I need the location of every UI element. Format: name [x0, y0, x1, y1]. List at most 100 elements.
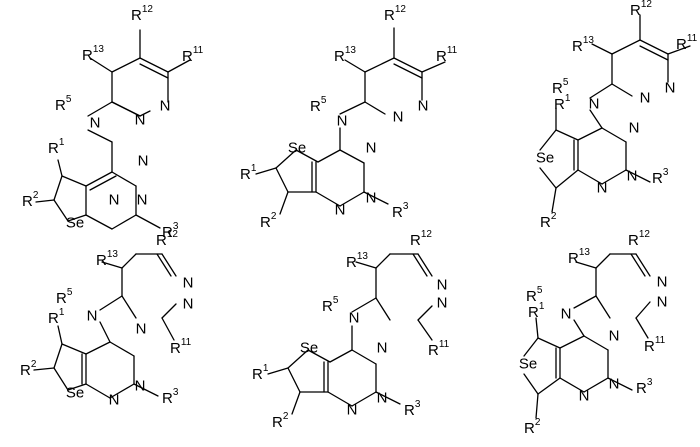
- bond: [122, 254, 136, 268]
- r-letter: R: [528, 304, 539, 321]
- bond: [356, 262, 376, 268]
- r-superscript: 3: [415, 399, 421, 410]
- bond: [394, 58, 422, 72]
- r-superscript: 3: [173, 387, 179, 398]
- bond: [556, 170, 578, 188]
- bond: [524, 338, 538, 356]
- bond: [86, 342, 110, 354]
- bond: [140, 58, 168, 72]
- r-letter: R: [20, 362, 31, 379]
- bond: [365, 58, 394, 72]
- bond: [394, 64, 422, 78]
- r-superscript: 5: [537, 285, 543, 296]
- r-letter: R: [524, 420, 535, 437]
- ring-n-label: N: [657, 274, 668, 291]
- ring-n-label: N: [640, 90, 651, 107]
- r-letter: R: [540, 214, 551, 231]
- r-superscript: 13: [357, 251, 369, 262]
- bond: [110, 342, 134, 356]
- r-superscript: 12: [142, 4, 154, 15]
- r-group-label: R1: [48, 137, 65, 157]
- bond: [345, 60, 365, 72]
- bond: [560, 336, 584, 348]
- bond: [34, 368, 54, 370]
- r-letter: R: [162, 390, 173, 407]
- bond: [140, 64, 168, 78]
- bond: [552, 188, 556, 212]
- amine-n-label: N: [561, 306, 572, 323]
- r-letter: R: [652, 170, 663, 187]
- r-superscript: 12: [167, 229, 179, 240]
- selenium-label: Se: [536, 150, 554, 167]
- r-group-label: R11: [428, 339, 450, 359]
- r-letter: R: [410, 232, 421, 249]
- r-superscript: 2: [551, 211, 557, 222]
- r-superscript: 13: [345, 45, 357, 56]
- selenium-label: Se: [66, 385, 84, 402]
- r-superscript: 5: [333, 295, 339, 306]
- bond: [162, 304, 176, 318]
- r-group-label: R1: [252, 363, 269, 383]
- r-group-label: R2: [540, 211, 557, 231]
- r-letter: R: [526, 288, 537, 305]
- ring-n-label: N: [657, 294, 668, 311]
- r-group-label: R3: [392, 201, 409, 221]
- ring-n-label: N: [366, 140, 377, 157]
- ring-n-label: N: [136, 321, 147, 338]
- structure-1: NNNNNNSeR12R13R11R5R1R2R3: [22, 4, 204, 241]
- r-letter: R: [252, 366, 263, 383]
- r-letter: R: [48, 310, 59, 327]
- bond: [376, 254, 390, 268]
- bond: [574, 320, 584, 336]
- bond: [100, 296, 122, 310]
- r-superscript: 2: [283, 411, 289, 422]
- r-group-label: R11: [644, 335, 666, 355]
- ring-n-label: N: [629, 120, 640, 137]
- r-group-label: R3: [404, 399, 421, 419]
- r-group-label: R5: [310, 95, 327, 115]
- bond: [536, 394, 538, 418]
- r-letter: R: [82, 47, 93, 64]
- bond: [578, 128, 602, 140]
- bond: [268, 368, 288, 374]
- r-letter: R: [48, 140, 59, 157]
- bond: [612, 40, 640, 54]
- r-letter: R: [55, 97, 66, 114]
- r-group-label: R2: [272, 411, 289, 431]
- bond: [524, 374, 538, 394]
- bond: [122, 296, 136, 318]
- bond: [340, 150, 364, 163]
- r-group-label: R5: [55, 94, 72, 114]
- bond: [54, 176, 62, 200]
- bond: [112, 215, 136, 229]
- r-letter: R: [156, 232, 167, 249]
- r-superscript: 1: [59, 307, 65, 318]
- bond: [90, 58, 112, 72]
- r-group-label: R11: [436, 45, 458, 65]
- ring-n-label: N: [609, 328, 620, 345]
- r-superscript: 2: [31, 359, 37, 370]
- r-superscript: 1: [539, 301, 545, 312]
- r-letter: R: [392, 204, 403, 221]
- r-superscript: 11: [193, 45, 204, 56]
- bond: [276, 168, 288, 192]
- r-superscript: 11: [439, 339, 450, 350]
- r-superscript: 13: [579, 247, 591, 258]
- r-group-label: R11: [182, 45, 204, 65]
- r-superscript: 5: [321, 95, 327, 106]
- r-letter: R: [272, 414, 283, 431]
- r-superscript: 5: [67, 287, 73, 298]
- bond: [88, 130, 112, 142]
- r-group-label: R3: [636, 377, 653, 397]
- bond: [62, 344, 86, 354]
- r-group-label: R12: [410, 229, 432, 249]
- ring-n-label: N: [665, 80, 676, 97]
- bond: [596, 254, 610, 268]
- amine-n-label: N: [337, 113, 348, 130]
- r-superscript: 2: [271, 211, 277, 222]
- selenium-label: Se: [66, 215, 84, 232]
- r-group-label: R3: [652, 167, 669, 187]
- bond: [556, 130, 578, 140]
- bond: [280, 192, 288, 214]
